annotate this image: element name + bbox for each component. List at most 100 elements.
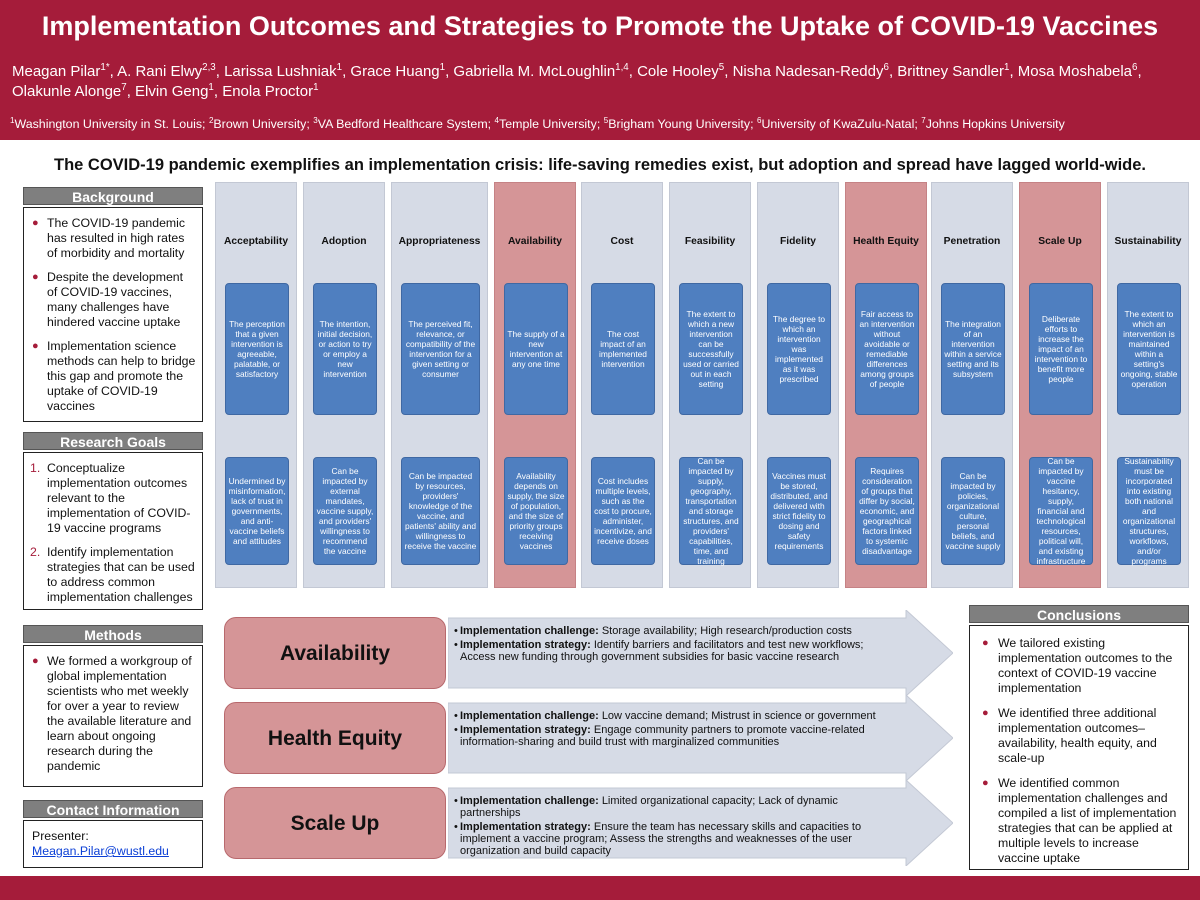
conclusions-panel: ● We tailored existing implementation out… [969,625,1189,870]
affiliation-name: Johns Hopkins University [925,117,1065,131]
author-affiliation-marker: 1 [336,62,343,73]
presenter-label: Presenter: [32,829,89,843]
author-name: Grace Huang [350,63,440,80]
conclusion-item-text: We tailored existing implementation outc… [998,636,1173,695]
author-affiliation-marker: 6 [883,62,889,73]
background-item: ● Despite the development of COVID-19 vac… [30,270,196,330]
background-item-text: Implementation science methods can help … [47,339,196,413]
header-banner: Implementation Outcomes and Strategies t… [0,0,1200,140]
background-heading: Background [23,187,203,205]
author-affiliation-marker: 6 [1132,62,1138,73]
outcome-title: Appropriateness [398,236,481,247]
strategy-label-box: Scale Up [224,787,446,859]
outcome-impact: Can be impacted by policies, organizatio… [941,457,1005,565]
goal-text: Identify implementation strategies that … [47,545,195,604]
methods-panel: ●We formed a workgroup of global impleme… [23,645,203,787]
strategy-description: Ensure the team has necessary skills and… [460,821,862,857]
affiliation-marker: 7 [921,115,926,125]
conclusion-item: ●We identified common implementation cha… [980,776,1180,866]
methods-list: ●We formed a workgroup of global impleme… [30,654,196,774]
author-affiliation-marker: 1 [208,82,214,93]
challenge-line: •Implementation challenge: Storage avail… [454,625,894,637]
bullet-icon: • [454,710,458,722]
author-affiliation-marker: 7 [121,82,127,93]
affiliation-marker: 3 [313,115,318,125]
affiliation-name: Brown University [213,117,307,131]
author-name: Larissa Lushniak [224,63,337,80]
background-item-text: Despite the development of COVID-19 vacc… [47,270,184,329]
author-affiliation-marker: 1* [100,62,110,73]
outcome-title: Acceptability [223,236,289,247]
author-name: Meagan Pilar [12,63,101,80]
affiliation-list: 1Washington University in St. Louis; 2Br… [10,115,1065,131]
outcome-title: Feasibility [684,236,736,247]
outcome-impact: Can be impacted by vaccine hesitancy, su… [1029,456,1093,566]
strategy-arrow: •Implementation challenge: Storage avail… [448,610,953,696]
methods-heading: Methods [23,625,203,643]
bullet-icon: ● [32,271,39,283]
author-name: Mosa Moshabela [1017,63,1133,80]
strategy-label-box: Health Equity [224,702,446,774]
author-name: Elvin Geng [135,83,209,100]
outcome-definition: The supply of a new intervention at any … [504,283,568,415]
arrow-shape-icon [448,780,953,866]
affiliation-name: Temple University [499,117,597,131]
footer-banner [0,876,1200,900]
bullet-icon: • [454,639,458,651]
author-list: Meagan Pilar1*, A. Rani Elwy2,3, Larissa… [12,62,1142,100]
author-affiliation-marker: 5 [718,62,725,73]
challenge-label: Implementation challenge: [460,625,599,637]
outcome-impact: Vaccines must be stored, distributed, an… [767,457,831,565]
author-affiliation-marker: 1,4 [615,62,629,73]
strategy-label: Implementation strategy: [460,724,591,736]
outcome-impact: Requires consideration of groups that di… [855,457,919,565]
challenge-line: •Implementation challenge: Low vaccine d… [454,710,894,722]
affiliation-marker: 4 [494,115,500,125]
outcome-impact: Can be impacted by external mandates, va… [313,457,377,565]
strategy-arrow: •Implementation challenge: Limited organ… [448,780,953,866]
bullet-icon: • [454,795,458,807]
outcome-title: Health Equity [853,236,919,247]
strategy-arrow: •Implementation challenge: Low vaccine d… [448,695,953,781]
affiliation-marker: 1 [10,115,15,125]
affiliation-marker: 6 [756,115,762,125]
research-goal-item: 2.Identify implementation strategies tha… [30,545,196,605]
bullet-icon: • [454,625,458,637]
conclusion-item: ●We tailored existing implementation out… [980,636,1180,696]
strategy-description: Engage community partners to promote vac… [460,724,865,748]
author-affiliation-marker: 1 [1004,62,1010,73]
outcome-impact: Availability depends on supply, the size… [504,457,568,565]
strategy-text: •Implementation challenge: Limited organ… [454,795,894,859]
outcome-definition: The intention, initial decision, or acti… [313,283,377,415]
methods-item-text: We formed a workgroup of global implemen… [47,654,192,773]
author-affiliation-marker: 1 [313,82,319,93]
strategy-line: •Implementation strategy: Identify barri… [454,639,894,663]
presenter-email-link[interactable]: Meagan.Pilar@wustl.edu [32,844,169,858]
author-name: Enola Proctor [222,83,314,100]
affiliation-name: University of KwaZulu-Natal [761,117,915,131]
outcome-impact: Cost includes multiple levels, such as t… [591,457,655,565]
challenge-label: Implementation challenge: [460,710,599,722]
affiliation-name: Washington University in St. Louis [14,117,203,131]
outcome-definition: Fair access to an intervention without a… [855,283,919,415]
contact-panel: Presenter: Meagan.Pilar@wustl.edu [23,820,203,868]
bullet-icon: ● [982,707,989,719]
outcome-title: Availability [508,236,562,247]
background-item-text: The COVID-19 pandemic has resulted in hi… [47,216,186,260]
outcome-definition: The perception that a given intervention… [225,283,289,415]
arrow-shape-icon [448,610,953,696]
bullet-icon: • [454,724,458,736]
conclusion-item-text: We identified common implementation chal… [998,776,1177,865]
research-goals-list: 1.Conceptualize implementation outcomes … [30,461,196,605]
outcome-definition: The cost impact of an implemented interv… [591,283,655,415]
challenge-label: Implementation challenge: [460,795,599,807]
methods-item: ●We formed a workgroup of global impleme… [30,654,196,774]
author-affiliation-marker: 2,3 [202,62,216,73]
background-list: ● The COVID-19 pandemic has resulted in h… [30,216,196,414]
